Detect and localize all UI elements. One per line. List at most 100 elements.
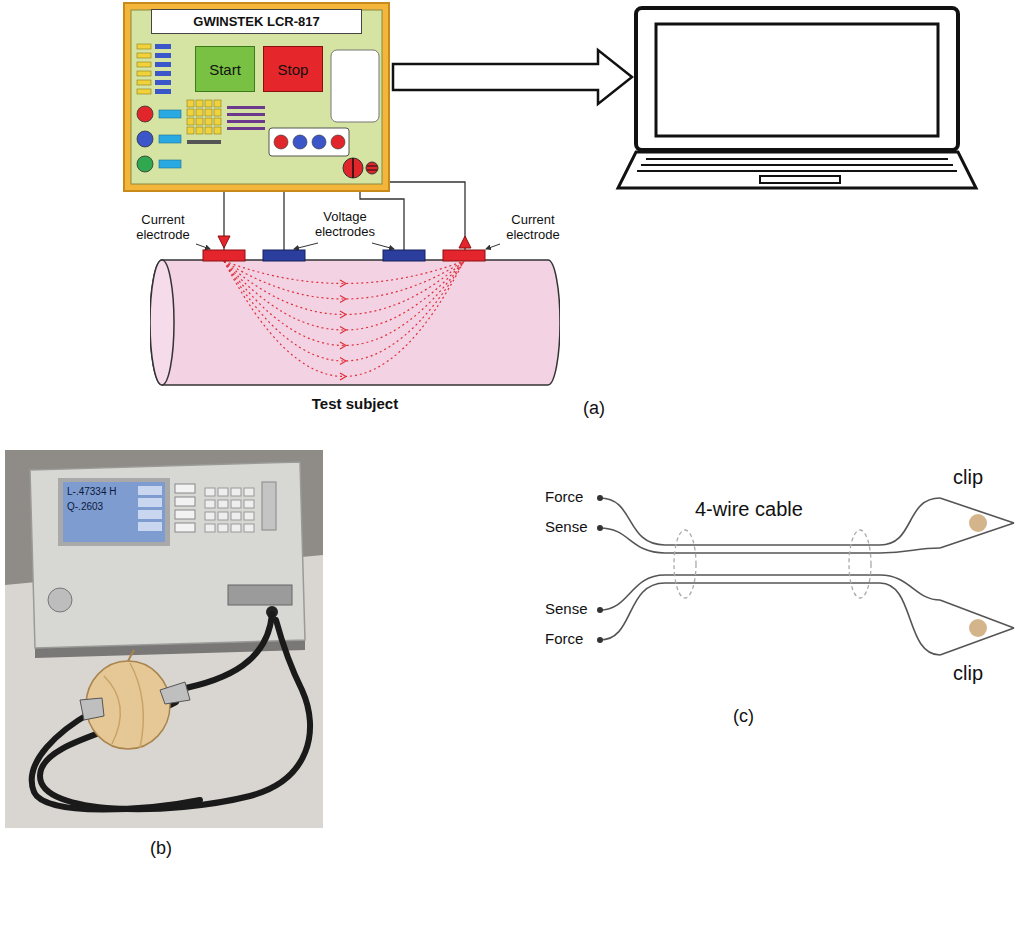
laptop-icon	[636, 8, 958, 150]
meter-body	[155, 53, 171, 58]
panel-letter: (c)	[733, 706, 754, 727]
cylinder-body	[340, 358, 346, 365]
kelvin-clip	[969, 619, 987, 637]
cable-sheath-outline	[674, 530, 696, 598]
clip-label: clip	[953, 662, 983, 685]
photo-lcr-meter-onion	[175, 497, 195, 506]
leader-line	[196, 243, 500, 249]
photo-keypad	[205, 524, 215, 532]
leader-line	[372, 243, 394, 249]
meter-body	[331, 50, 379, 122]
kelvin-clip	[969, 514, 987, 532]
cylinder-body	[224, 261, 464, 330]
photo-keypad	[205, 488, 254, 532]
electrode-label-holder: Voltage electrodes	[309, 210, 381, 240]
stop-button: Stop	[263, 46, 323, 92]
cylinder-body	[224, 261, 464, 299]
photo-lcr-meter-onion	[30, 462, 305, 648]
cable-sheath-outline	[674, 530, 871, 598]
photo-lcr-meter-onion	[80, 698, 104, 720]
photo-lcr-meter-onion	[104, 676, 120, 744]
four-wire-cable	[600, 583, 940, 655]
meter-body	[196, 100, 203, 107]
meter-body	[155, 71, 171, 76]
photo-keypad	[231, 500, 241, 508]
electrode-wire	[390, 182, 465, 250]
cylinder-body	[224, 261, 464, 377]
meter-body	[159, 135, 181, 143]
photo-keypad	[244, 512, 254, 520]
terminal-dot	[597, 525, 603, 531]
photo-keypad	[231, 488, 241, 496]
photo-keypad	[231, 512, 241, 520]
electrode-label: Current electrode	[128, 213, 198, 243]
meter-body	[269, 128, 349, 156]
meter-body	[155, 89, 171, 94]
meter-body	[227, 113, 265, 116]
photo-lcr-meter-onion	[175, 523, 195, 532]
terminal-name: Force	[545, 488, 583, 505]
photo-lcr-meter-onion	[5, 450, 323, 828]
meter-body	[187, 109, 194, 116]
meter-body	[137, 62, 151, 67]
meter-body	[367, 170, 377, 171]
meter-body	[155, 62, 171, 67]
meter-body	[312, 135, 326, 149]
subject-caption: Test subject	[150, 395, 560, 412]
electrode-label: Voltage electrodes	[309, 210, 381, 240]
electrode-label-holder: Current electrode	[128, 213, 198, 243]
photo-lcr-meter-onion	[228, 585, 292, 605]
panel-letter: (b)	[150, 838, 172, 859]
meter-body	[187, 140, 221, 144]
terminal-name: Sense	[545, 518, 588, 535]
data-transfer-arrow	[393, 50, 632, 104]
photo-test-cable	[32, 614, 310, 810]
meter-body	[227, 106, 265, 109]
lcd-reading-holder: Q-.2603	[67, 501, 103, 513]
meter-body	[137, 106, 153, 122]
cylinder-body	[340, 342, 346, 349]
cylinder-body	[150, 240, 560, 390]
photo-lcr-meter-onion	[5, 450, 323, 828]
cylinder-body	[150, 260, 174, 385]
cable-label-holder: 4-wire cable	[695, 498, 803, 521]
photo-keypad	[205, 512, 215, 520]
terminal-dot	[597, 637, 603, 643]
meter-body	[155, 80, 171, 85]
terminal-dot	[597, 495, 603, 643]
laptop-icon	[641, 164, 953, 166]
meter-body	[159, 110, 181, 118]
terminal-dot	[597, 607, 603, 613]
cylinder-body	[340, 373, 346, 380]
meter-body	[124, 3, 389, 191]
cylinder-body	[224, 261, 464, 315]
meter-body	[293, 135, 307, 149]
electrode-wire	[283, 192, 284, 250]
leader-line	[294, 243, 318, 249]
meter-body	[214, 100, 221, 107]
kelvin-clip	[940, 498, 1014, 655]
meter-body	[187, 118, 194, 125]
meter-body	[205, 127, 212, 134]
meter-body	[214, 109, 221, 116]
photo-lcr-meter-onion	[175, 484, 195, 493]
meter-body	[214, 118, 221, 125]
cable-label: 4-wire cable	[695, 498, 803, 521]
panel-letter-holder: (a)	[583, 398, 605, 419]
meter-model-name: GWINSTEK LCR-817	[151, 9, 362, 34]
lcd-reading-holder: L-.47334 H	[67, 486, 116, 498]
meter-body	[274, 135, 288, 149]
photo-keypad	[205, 500, 215, 508]
photo-keypad	[218, 524, 228, 532]
meter-body	[214, 127, 221, 134]
start-button: Start	[195, 46, 255, 92]
photo-test-cable	[176, 614, 272, 690]
meter-body	[367, 166, 377, 167]
meter-body	[137, 53, 151, 58]
meter-body	[196, 109, 203, 116]
laptop-icon	[618, 152, 976, 188]
photo-lcr-meter-onion	[138, 486, 162, 495]
lcr-meter: GWINSTEK LCR-817StartStop	[123, 2, 390, 192]
laptop-icon	[637, 170, 957, 172]
